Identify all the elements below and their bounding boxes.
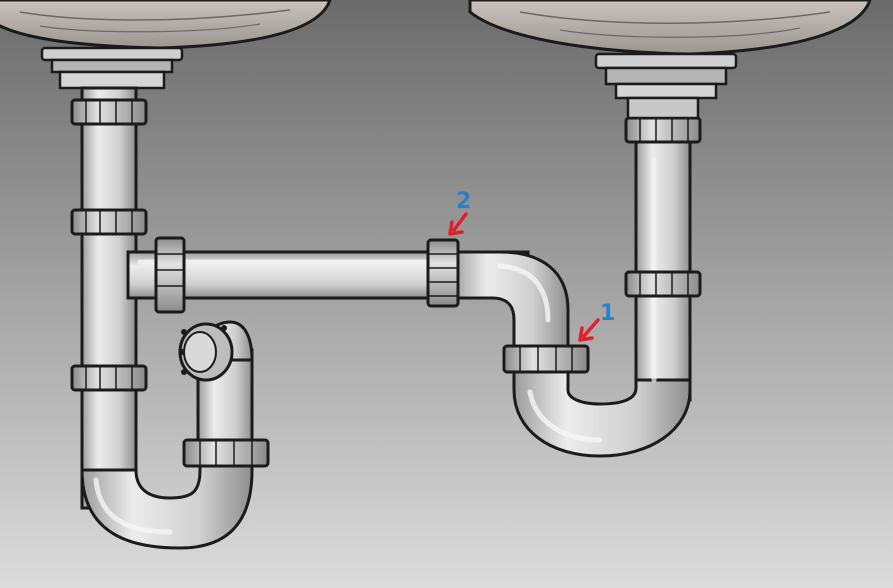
red-arrow-icon [582,318,600,338]
callout-2-label: 2 [456,189,471,214]
slip-nut-icon [624,270,702,298]
right-drain-flange [594,52,738,100]
callout-1: 1 [578,301,615,342]
slip-nut-icon [70,98,148,126]
callout-1-label: 1 [600,301,615,326]
right-tailpiece-pipe [634,138,692,402]
slip-nut-icon [182,438,270,468]
slip-nut-icon [624,116,702,144]
slip-nut-icon [70,208,148,236]
cleanout-cap-icon [178,322,234,382]
waste-arm-elbow [450,250,570,358]
right-drain-collar [626,96,700,120]
slip-nut-icon [70,364,148,392]
red-arrow-icon [452,212,468,232]
callout-2: 2 [448,189,471,236]
slip-nut-1-icon [502,344,590,374]
slip-nut-2-icon [426,238,460,308]
slip-nut-icon [154,236,186,314]
right-p-trap-icon [512,368,692,458]
left-drain-flange [40,46,184,90]
